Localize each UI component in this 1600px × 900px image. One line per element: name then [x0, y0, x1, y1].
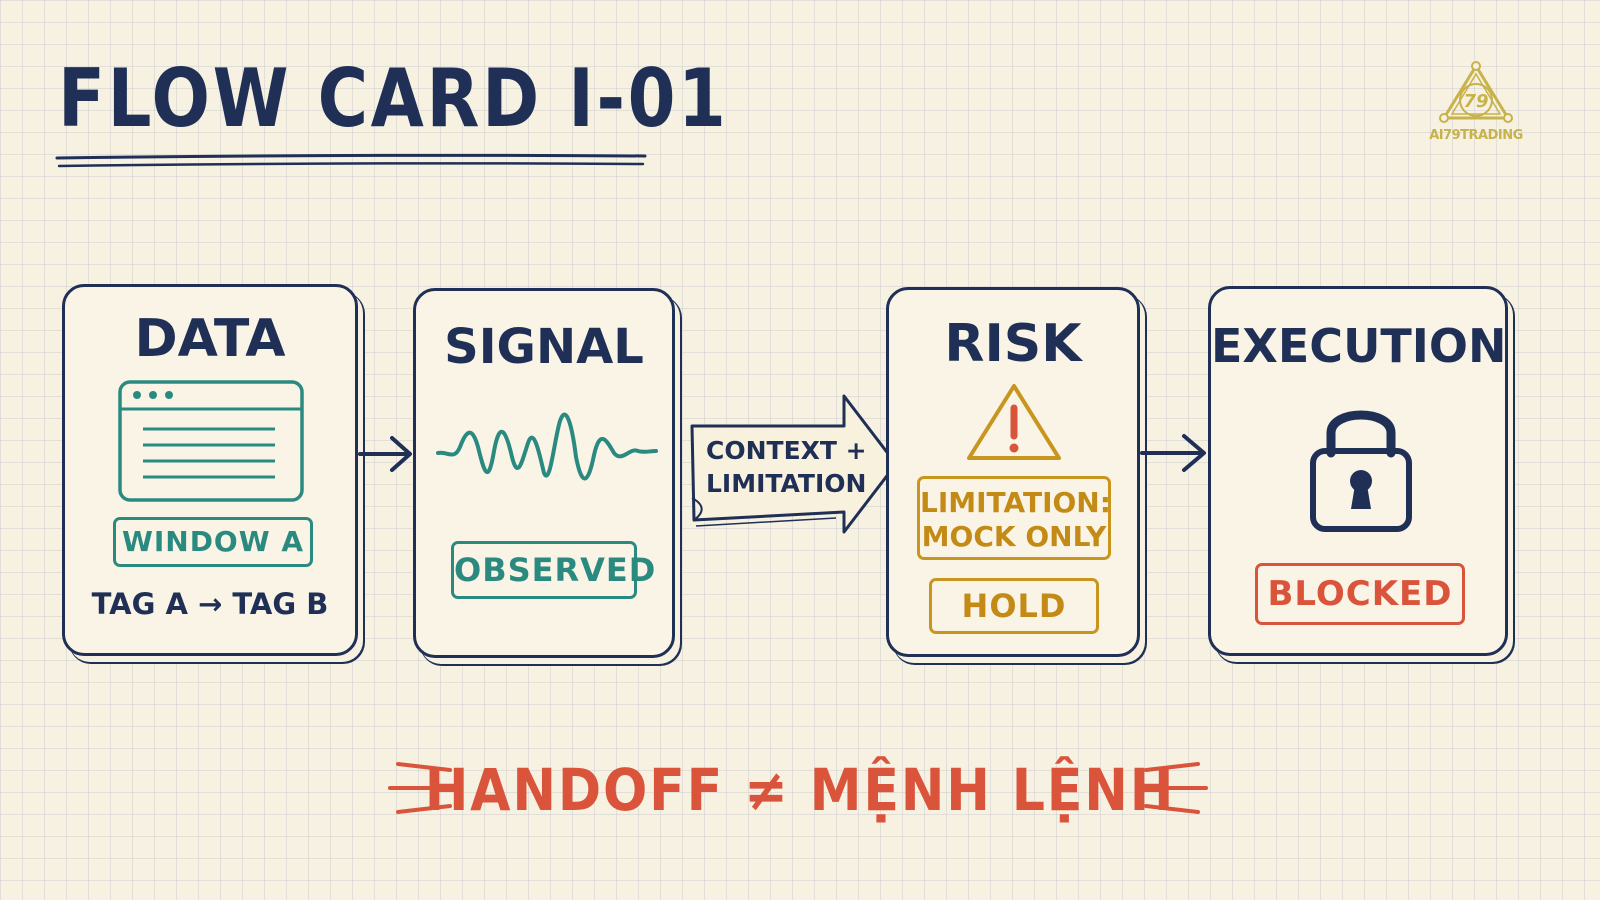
page-title: FLOW CARD I-01	[58, 52, 729, 145]
data-card-title: DATA	[134, 309, 286, 369]
waveform-icon	[436, 412, 658, 481]
hold-status-badge: HOLD	[929, 578, 1099, 634]
emphasis-lines-right	[1142, 762, 1208, 814]
data-card: DATA WINDOW A TAG A → TAG B	[62, 284, 358, 656]
right-arrow-icon	[1140, 434, 1206, 472]
signal-card: SIGNAL OBSERVED	[413, 288, 675, 658]
footer-motto-text: HANDOFF ≠ MỆNH LỆNH	[424, 756, 1176, 824]
title-underline	[55, 153, 647, 168]
limitation-box: LIMITATION: MOCK ONLY	[917, 476, 1111, 560]
handoff-note-line2: LIMITATION	[706, 469, 866, 498]
brand-logo: 79 AI79TRADING	[1426, 60, 1526, 143]
observed-status-badge: OBSERVED	[451, 541, 655, 599]
risk-card-title: RISK	[944, 314, 1082, 374]
brand-logo-icon: 79	[1439, 61, 1513, 123]
execution-card: EXECUTION BLOCKED	[1208, 286, 1508, 656]
emphasis-lines-left	[388, 762, 454, 814]
blocked-status-badge: BLOCKED	[1255, 563, 1465, 625]
browser-window-icon	[118, 380, 304, 502]
warning-triangle-icon	[967, 384, 1061, 460]
signal-card-title: SIGNAL	[444, 319, 644, 375]
padlock-icon	[1310, 410, 1412, 532]
footer-motto: HANDOFF ≠ MỆNH LỆNH	[0, 756, 1600, 824]
limitation-line1: LIMITATION:	[920, 486, 1111, 519]
execution-card-title: EXECUTION	[1211, 319, 1507, 373]
right-arrow-icon	[358, 436, 412, 472]
window-tag: WINDOW A	[113, 517, 313, 567]
brand-logo-mark: 79	[1463, 91, 1488, 112]
brand-logo-text: AI79TRADING	[1429, 128, 1523, 143]
risk-card: RISK LIMITATION: MOCK ONLY HOLD	[886, 287, 1140, 657]
limitation-line2: MOCK ONLY	[921, 520, 1107, 553]
handoff-note-line1: CONTEXT +	[706, 436, 867, 465]
tag-transition-note: TAG A → TAG B	[91, 587, 329, 621]
handoff-note-arrow: CONTEXT + LIMITATION	[690, 394, 898, 534]
